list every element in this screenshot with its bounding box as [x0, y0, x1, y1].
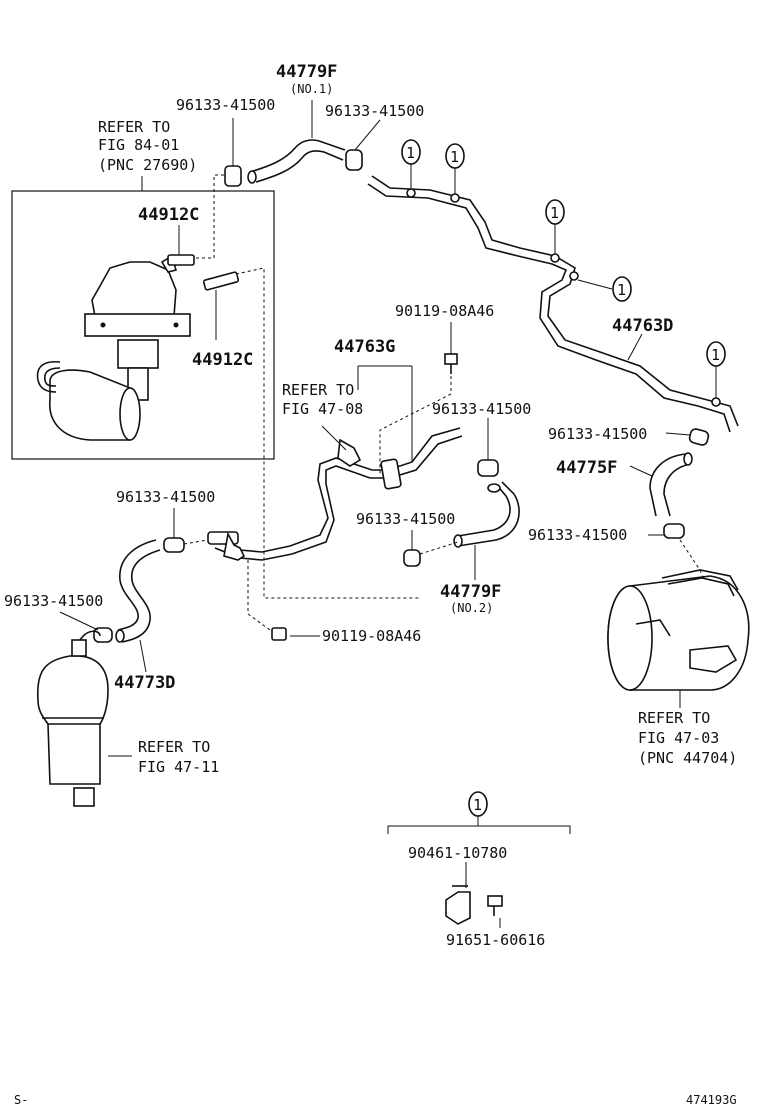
label-refer-4708-l1: REFER TO	[282, 381, 354, 399]
label-clamp-left-lower: 96133-41500	[4, 592, 103, 610]
clamp-top-left	[224, 118, 242, 187]
circle-markers-top: 1 1 1 1 1	[401, 139, 726, 398]
hose-44779f-no1	[247, 139, 346, 184]
bolt-90119-top	[379, 322, 458, 476]
label-refer-4703-l3: (PNC 44704)	[638, 749, 737, 767]
marker-1d: 1	[617, 281, 626, 299]
tank-left	[36, 630, 132, 807]
canister	[607, 569, 750, 708]
label-refer-4711-l2: FIG 47-11	[138, 758, 219, 776]
label-refer-84-l3: (PNC 27690)	[98, 156, 197, 174]
marker-1a: 1	[406, 144, 415, 162]
label-refer-4703-l2: FIG 47-03	[638, 729, 719, 747]
label-bolt-top: 90119-08A46	[395, 302, 494, 320]
bolt-90119-bottom	[247, 560, 320, 641]
label-44779f-no2-sub: (NO.2)	[450, 601, 493, 615]
valve-44912c-top	[167, 174, 226, 266]
marker-1e: 1	[711, 346, 720, 364]
footer-left: S-	[14, 1093, 28, 1107]
label-44763d: 44763D	[612, 316, 673, 336]
label-44779f-no2: 44779F	[440, 582, 501, 602]
clamp-left-upper	[163, 508, 209, 553]
label-legend-bolt: 91651-60616	[446, 931, 545, 949]
label-bolt-bottom: 90119-08A46	[322, 627, 421, 645]
legend-marker-1-text: 1	[473, 796, 482, 814]
label-clamp-center: 96133-41500	[356, 510, 455, 528]
label-refer-4711-l1: REFER TO	[138, 738, 210, 756]
hose-44775f	[629, 452, 693, 517]
label-refer-84-l2: FIG 84-01	[98, 136, 179, 154]
label-44763g: 44763G	[334, 337, 395, 357]
label-refer-84-l1: REFER TO	[98, 118, 170, 136]
label-44912c-top: 44912C	[138, 205, 199, 225]
label-clamp-top-left: 96133-41500	[176, 96, 275, 114]
label-refer-4708-l2: FIG 47-08	[282, 400, 363, 418]
hose-44779f-no2	[453, 481, 520, 580]
label-clamp-right-2: 96133-41500	[528, 526, 627, 544]
clamp-center	[403, 530, 459, 567]
label-44775f: 44775F	[556, 458, 617, 478]
label-clamp-top-right: 96133-41500	[325, 102, 424, 120]
clamp-left-lower	[59, 611, 113, 643]
hose-44773d	[115, 539, 161, 673]
label-legend-clamp: 90461-10780	[408, 844, 507, 862]
labels-layer: 44779F (NO.1) 96133-41500 96133-41500 RE…	[4, 62, 737, 1107]
label-44773d: 44773D	[114, 673, 175, 693]
clamp-top-right	[345, 119, 381, 171]
label-44779f-no1-sub: (NO.1)	[290, 82, 333, 96]
valve-44912c-right	[202, 267, 420, 599]
marker-1b: 1	[450, 148, 459, 166]
vsv-assembly	[36, 254, 191, 441]
legend-marker-1: 1	[387, 791, 571, 928]
label-clamp-mid-right: 96133-41500	[432, 400, 531, 418]
leader-44763d	[627, 333, 643, 361]
label-44912c-right: 44912C	[192, 350, 253, 370]
vsv-box	[11, 190, 275, 460]
label-clamp-right-1: 96133-41500	[548, 425, 647, 443]
clamp-right-1	[665, 428, 710, 446]
clamp-mid-right	[477, 418, 499, 477]
label-clamp-left-upper: 96133-41500	[116, 488, 215, 506]
hose-44763g	[207, 365, 463, 561]
marker-1c: 1	[550, 204, 559, 222]
label-refer-4703-l1: REFER TO	[638, 709, 710, 727]
footer-code: 474193G	[686, 1093, 737, 1107]
label-44779f-no1: 44779F	[276, 62, 337, 82]
